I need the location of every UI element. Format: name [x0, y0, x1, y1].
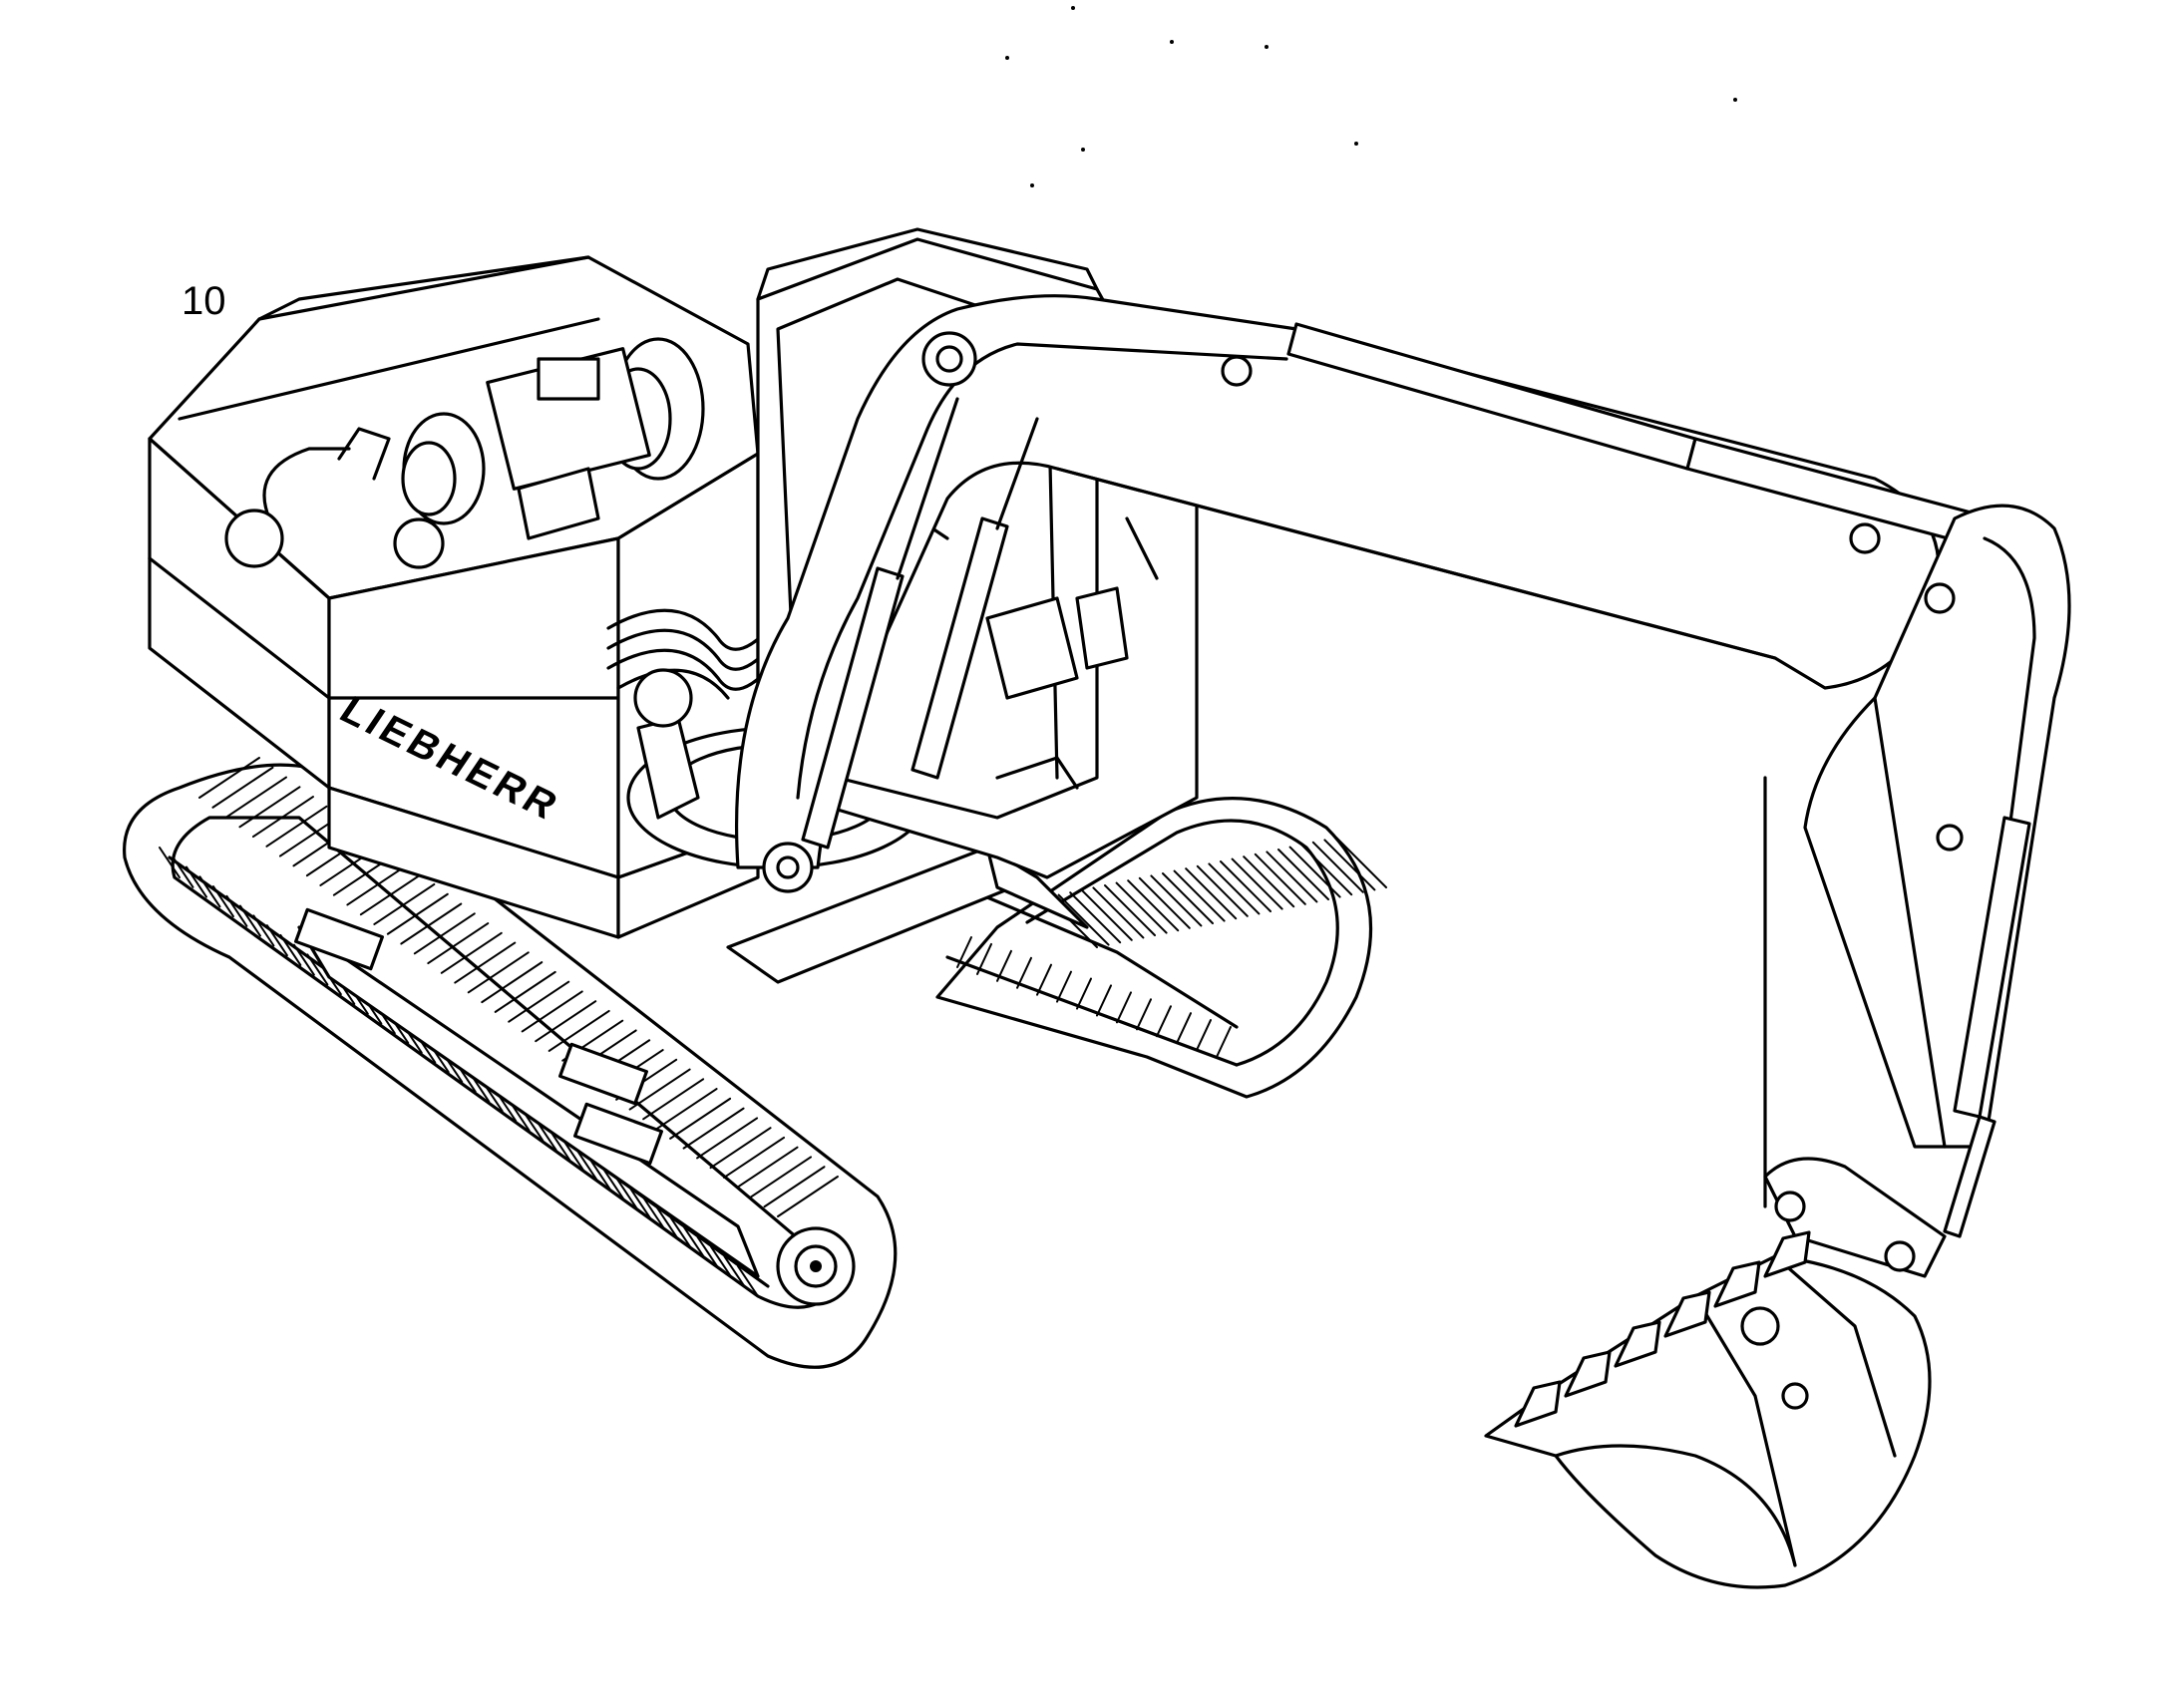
bucket-tooth	[1763, 1230, 1811, 1278]
track-link	[1208, 862, 1261, 915]
track-link	[763, 1166, 826, 1208]
track-link	[669, 1216, 692, 1249]
track-link	[1335, 837, 1387, 888]
bucket-tooth	[1614, 1320, 1661, 1368]
bucket-tooth	[1663, 1290, 1711, 1338]
track-link	[696, 1117, 759, 1160]
track-link	[251, 796, 314, 839]
track-link	[427, 922, 490, 965]
track-link	[1162, 872, 1214, 924]
track-link	[1254, 853, 1306, 905]
track-link	[400, 902, 463, 945]
track-link	[1311, 841, 1364, 893]
track-link	[723, 1136, 786, 1179]
track-link	[1156, 1005, 1172, 1038]
track-link	[1266, 851, 1318, 903]
track-link	[642, 1078, 705, 1121]
track-link	[575, 1148, 598, 1181]
track-link	[642, 1196, 665, 1229]
track-link	[683, 1225, 706, 1258]
track-link	[386, 892, 449, 935]
track-link	[629, 1187, 652, 1219]
bucket-tooth	[1713, 1260, 1761, 1308]
track-link	[709, 1127, 772, 1170]
track-link	[1096, 984, 1112, 1017]
boom-lift-cylinders	[801, 397, 1039, 850]
track-link	[710, 1245, 733, 1278]
track-link	[1150, 874, 1203, 927]
track-link	[198, 757, 260, 799]
track-link	[467, 951, 530, 994]
track-link	[481, 961, 544, 1004]
track-link	[1300, 844, 1353, 896]
track-link	[346, 863, 409, 906]
stick-arm	[1763, 504, 2071, 1278]
track-link	[1080, 888, 1133, 941]
track-link	[656, 1206, 679, 1239]
track-link	[224, 776, 287, 819]
track-link	[1138, 876, 1191, 929]
bucket	[1484, 1230, 1932, 1589]
track-link	[1056, 970, 1072, 1003]
track-link	[737, 1265, 759, 1297]
bucket-tooth	[1564, 1350, 1612, 1398]
track-link	[1185, 867, 1238, 920]
track-link	[1116, 991, 1132, 1024]
track-link	[723, 1255, 746, 1288]
track-link	[1173, 869, 1226, 922]
track-link	[454, 941, 517, 984]
track-link	[1231, 857, 1283, 910]
track-link	[628, 1068, 691, 1111]
track-link	[508, 980, 570, 1023]
track-link	[1115, 881, 1168, 934]
track-link	[1196, 864, 1249, 917]
track-link	[615, 1178, 638, 1210]
track-link	[535, 1000, 597, 1043]
track-link	[1127, 879, 1180, 932]
bucket-tooth	[1514, 1380, 1562, 1428]
track-link	[211, 766, 274, 809]
track-link	[696, 1235, 719, 1268]
track-link	[1196, 1019, 1212, 1052]
track-link	[440, 931, 503, 974]
track-link	[682, 1107, 745, 1150]
track-link	[777, 1176, 839, 1217]
track-link	[238, 786, 301, 829]
track-link	[1277, 849, 1329, 900]
track-link	[669, 1097, 732, 1140]
scan-dots	[1005, 6, 1737, 187]
track-link	[1323, 839, 1376, 891]
track-link	[1216, 1026, 1232, 1058]
track-link	[1092, 886, 1145, 939]
track-link	[602, 1168, 625, 1200]
track-link	[413, 912, 476, 955]
track-link	[521, 990, 583, 1033]
track-link	[359, 873, 422, 916]
track-link	[373, 882, 436, 925]
figure-number: 10	[182, 279, 226, 323]
front-crawler-track	[123, 757, 898, 1369]
track-link	[1069, 891, 1122, 944]
track-link	[1076, 977, 1092, 1010]
track-link	[750, 1156, 813, 1198]
track-link	[1243, 855, 1295, 908]
track-link	[1057, 893, 1110, 946]
track-link	[159, 847, 181, 878]
track-link	[1176, 1012, 1192, 1045]
track-link	[265, 805, 328, 848]
track-link	[1220, 860, 1272, 912]
track-link	[736, 1146, 799, 1189]
track-link	[1104, 884, 1156, 936]
track-link	[1136, 998, 1152, 1031]
track-link	[561, 1139, 584, 1172]
track-link	[547, 1009, 610, 1052]
track-link	[494, 970, 556, 1013]
track-link	[588, 1158, 611, 1191]
rear-crawler-track	[935, 797, 1387, 1099]
track-link	[1288, 846, 1341, 898]
track-link	[655, 1088, 718, 1131]
